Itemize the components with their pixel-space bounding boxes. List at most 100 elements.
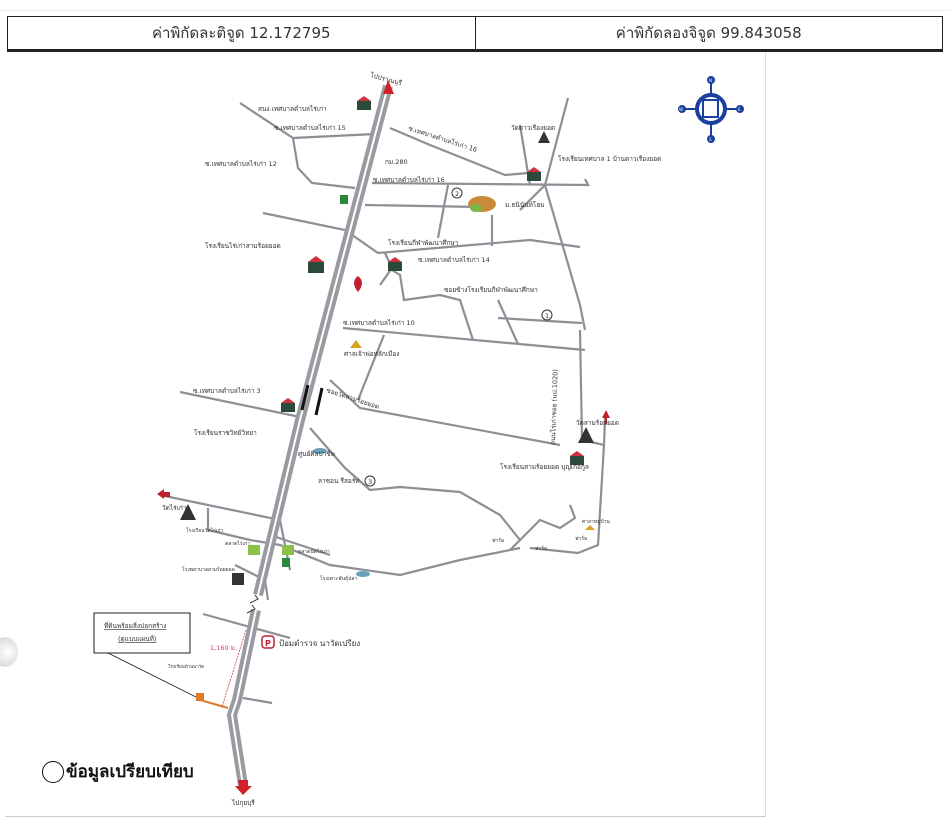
scan-line — [0, 10, 950, 11]
label-km: กม.280 — [385, 158, 408, 166]
road-break-icon — [246, 594, 259, 614]
label-place: ฟาร์ม — [492, 537, 504, 544]
legend-circle-icon — [42, 760, 64, 783]
label-place: โรงพยาบาลสามร้อยยอด — [182, 566, 235, 573]
marker-1: 1 — [545, 312, 549, 320]
marker-2: 2 — [455, 190, 459, 198]
highway-4 — [226, 84, 393, 786]
temple-icon — [578, 427, 594, 443]
label-place: โรงเรียนบ้านนาวัด — [168, 663, 204, 670]
label-place: โรงเรียนเทศบาล 1 บ้านดาวเรืองยอด — [558, 155, 661, 163]
number-markers — [364, 187, 553, 487]
road-np1020 — [578, 329, 607, 447]
label-place: ลาซอน รีสอร์ท — [318, 477, 360, 485]
compass-w: W — [679, 107, 683, 112]
label-place: ศูนย์ศิลปาชีพ — [298, 450, 335, 458]
school-icon — [281, 398, 295, 412]
pavilion-icon — [585, 525, 595, 530]
compass-e: E — [738, 107, 741, 112]
market-icon — [282, 545, 294, 555]
road-south — [242, 696, 273, 705]
compass-s: S — [709, 137, 712, 142]
school-icon — [308, 256, 324, 273]
longitude-cell: ค่าพิกัดลองจิจูด 99.843058 — [615, 24, 802, 42]
road-soi-school — [391, 269, 475, 341]
label-to-south: ไปกุยบุรี — [231, 799, 255, 807]
road-shrine — [356, 334, 386, 401]
label-place: สนง.เทศบาลตำบลไร่เก่า — [258, 105, 327, 113]
label-place: โรงเรียนสามร้อยยอด บุญเกื้อกูล — [500, 462, 589, 471]
fish-icon — [356, 571, 370, 577]
village-icon — [468, 196, 496, 212]
road-link2 — [436, 184, 450, 239]
label-place: ม.ธนินันท์โฮม — [505, 201, 545, 209]
svg-text:P: P — [265, 639, 271, 648]
label-place: โรงเรียนกีฬาพัฒนาศึกษา — [388, 239, 459, 247]
road-east — [543, 184, 587, 331]
label-road: ซ.เทศบาลตำบลไร่เก่า 16 — [373, 176, 445, 184]
label-place: วัดไร่เก่า — [162, 504, 187, 512]
road-small — [496, 299, 520, 345]
landmark-icons: P — [180, 96, 595, 709]
school-icon — [570, 451, 584, 465]
road-se — [529, 444, 606, 555]
label-place: วัดสามร้อยยอด — [576, 419, 619, 427]
label-road: ซอยวัดสามร้อยยอด — [325, 386, 380, 411]
seven-eleven-icon — [340, 195, 348, 204]
arrow-west-icon — [157, 489, 170, 499]
label-place: โรงเรียนวัดไร่เก่า — [186, 527, 224, 534]
road-soi3 — [179, 390, 301, 419]
compass-n: N — [709, 78, 712, 83]
label-road: ซอยข้างโรงเรียนกีฬาพัฒนาศึกษา — [444, 286, 538, 294]
label-place: ป้อมตำรวจ นาวัดเปรียง — [279, 639, 360, 648]
label-place: โรงเพาะพันธุ์ปลา — [320, 575, 357, 582]
gas-station-icon — [354, 276, 362, 292]
label-place: ตลาดนัดไร่เก่า — [298, 548, 330, 555]
subject-box-line1: ที่ดินพร้อมสิ่งปลูกสร้าง — [104, 621, 166, 630]
label-place: วัดดาวเรืองยอด — [511, 124, 555, 132]
label-place: โรงเรียนไร่เก่าสามร้อยยอด — [205, 242, 281, 250]
school-icon — [388, 257, 402, 271]
distance-line — [221, 629, 247, 708]
legend-label: ข้อมูลเปรียบเทียบ — [66, 762, 194, 782]
road-soi16a — [389, 126, 529, 177]
map-frame — [5, 52, 766, 817]
road-police — [202, 612, 291, 640]
road-farm — [519, 504, 577, 541]
arrow-north-icon — [383, 80, 394, 94]
road-soi10 — [342, 326, 586, 352]
subject-property-icon — [196, 693, 229, 709]
coordinate-header: ค่าพิกัดละติจูด 12.172795 ค่าพิกัดลองจิจ… — [7, 16, 943, 52]
arrow-east-icon — [602, 410, 610, 424]
road-soi-wat — [329, 379, 561, 447]
binder-hole — [0, 637, 18, 667]
label-place: ศาลาหมู่บ้าน — [582, 518, 610, 525]
label-to-north: ไปปราณบุรี — [369, 71, 404, 87]
label-place: โรงเรียนราชวิทย์วิทยา — [194, 429, 257, 437]
arrow-south-icon — [235, 780, 252, 795]
temple-icon — [180, 504, 196, 520]
legend: ข้อมูลเปรียบเทียบ — [42, 758, 194, 785]
road-soi16b — [371, 178, 590, 187]
bridge-icon — [300, 384, 324, 416]
label-road: ซ.เทศบาลตำบลไร่เก่า 14 — [418, 256, 490, 264]
school-icon — [357, 96, 371, 110]
fish-icon — [313, 448, 327, 454]
label-place: ตลาดไร่เก่า — [225, 540, 250, 547]
label-road: ซ.เทศบาลตำบลไร่เก่า 15 — [274, 124, 346, 132]
compass-logo — [678, 76, 744, 143]
road-village — [364, 203, 481, 209]
subject-pointer — [107, 652, 197, 698]
hospital-icon — [232, 573, 244, 585]
school-icon — [527, 167, 541, 181]
seven-eleven-icon — [282, 558, 290, 567]
marker-3: 3 — [368, 478, 372, 486]
label-road: ซ.เทศบาลตำบลไร่เก่า 3 — [193, 387, 261, 395]
road-south-loop — [206, 508, 521, 577]
road-soi12 — [291, 137, 356, 190]
subject-box-line2: (ดูแบบแผนที่) — [118, 634, 156, 643]
label-place: ศาลเจ้าพ่อหลักเมือง — [344, 350, 399, 358]
label-place: ฟาร์ม — [535, 545, 547, 552]
shrine-icon — [350, 340, 362, 348]
